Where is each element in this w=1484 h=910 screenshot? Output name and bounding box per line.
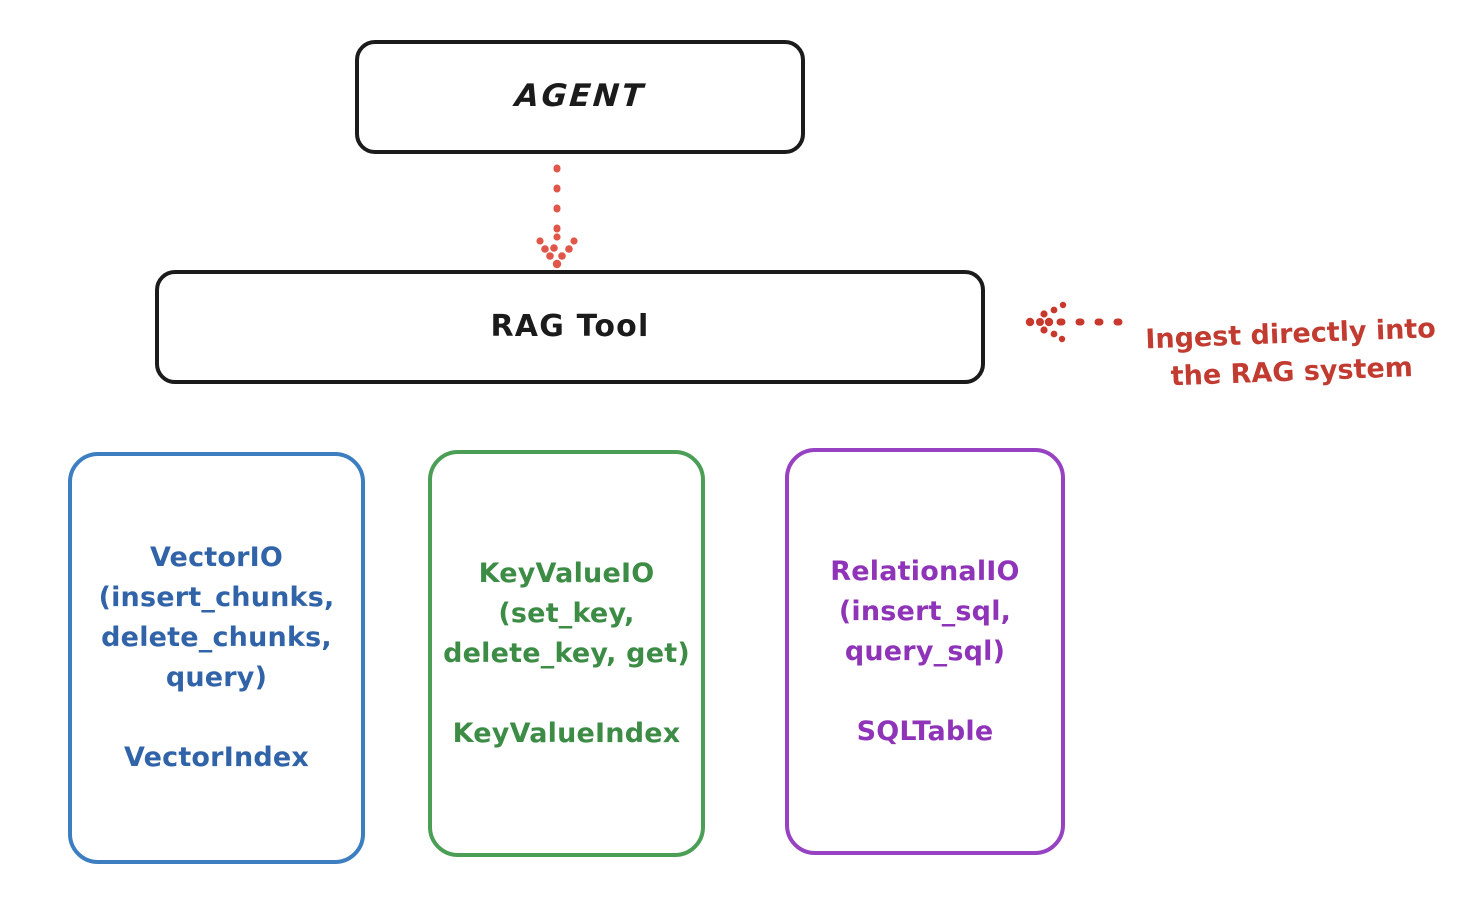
relational-io-index-label: SQLTable bbox=[856, 715, 994, 747]
rag-tool-node-label: RAG Tool bbox=[490, 308, 650, 344]
keyvalue-io-index-label: KeyValueIndex bbox=[452, 717, 681, 749]
agent-node-label: AGENT bbox=[513, 78, 647, 115]
keyvalue-io-node[interactable]: KeyValueIO (set_key, delete_key, get) Ke… bbox=[428, 450, 705, 857]
keyvalue-io-content: KeyValueIO (set_key, delete_key, get) Ke… bbox=[437, 554, 696, 754]
agent-node[interactable]: AGENT bbox=[355, 40, 805, 154]
ingest-annotation-line2: the RAG system bbox=[1170, 352, 1414, 393]
rag-tool-node[interactable]: RAG Tool bbox=[155, 270, 985, 384]
vector-io-api-label: VectorIO (insert_chunks, delete_chunks, … bbox=[98, 542, 335, 693]
vector-io-content: VectorIO (insert_chunks, delete_chunks, … bbox=[93, 538, 341, 778]
relational-io-content: RelationalIO (insert_sql, query_sql) SQL… bbox=[824, 552, 1025, 752]
relational-io-node[interactable]: RelationalIO (insert_sql, query_sql) SQL… bbox=[785, 448, 1065, 855]
relational-io-api-label: RelationalIO (insert_sql, query_sql) bbox=[830, 555, 1020, 667]
edge-agent-to-rag-tool bbox=[536, 164, 578, 269]
ingest-annotation: Ingest directly into the RAG system bbox=[1143, 271, 1479, 436]
vector-io-index-label: VectorIndex bbox=[123, 742, 310, 773]
edge-ingest-to-rag-tool bbox=[1025, 301, 1140, 343]
keyvalue-io-api-label: KeyValueIO (set_key, delete_key, get) bbox=[443, 557, 690, 669]
vector-io-node[interactable]: VectorIO (insert_chunks, delete_chunks, … bbox=[68, 452, 365, 864]
